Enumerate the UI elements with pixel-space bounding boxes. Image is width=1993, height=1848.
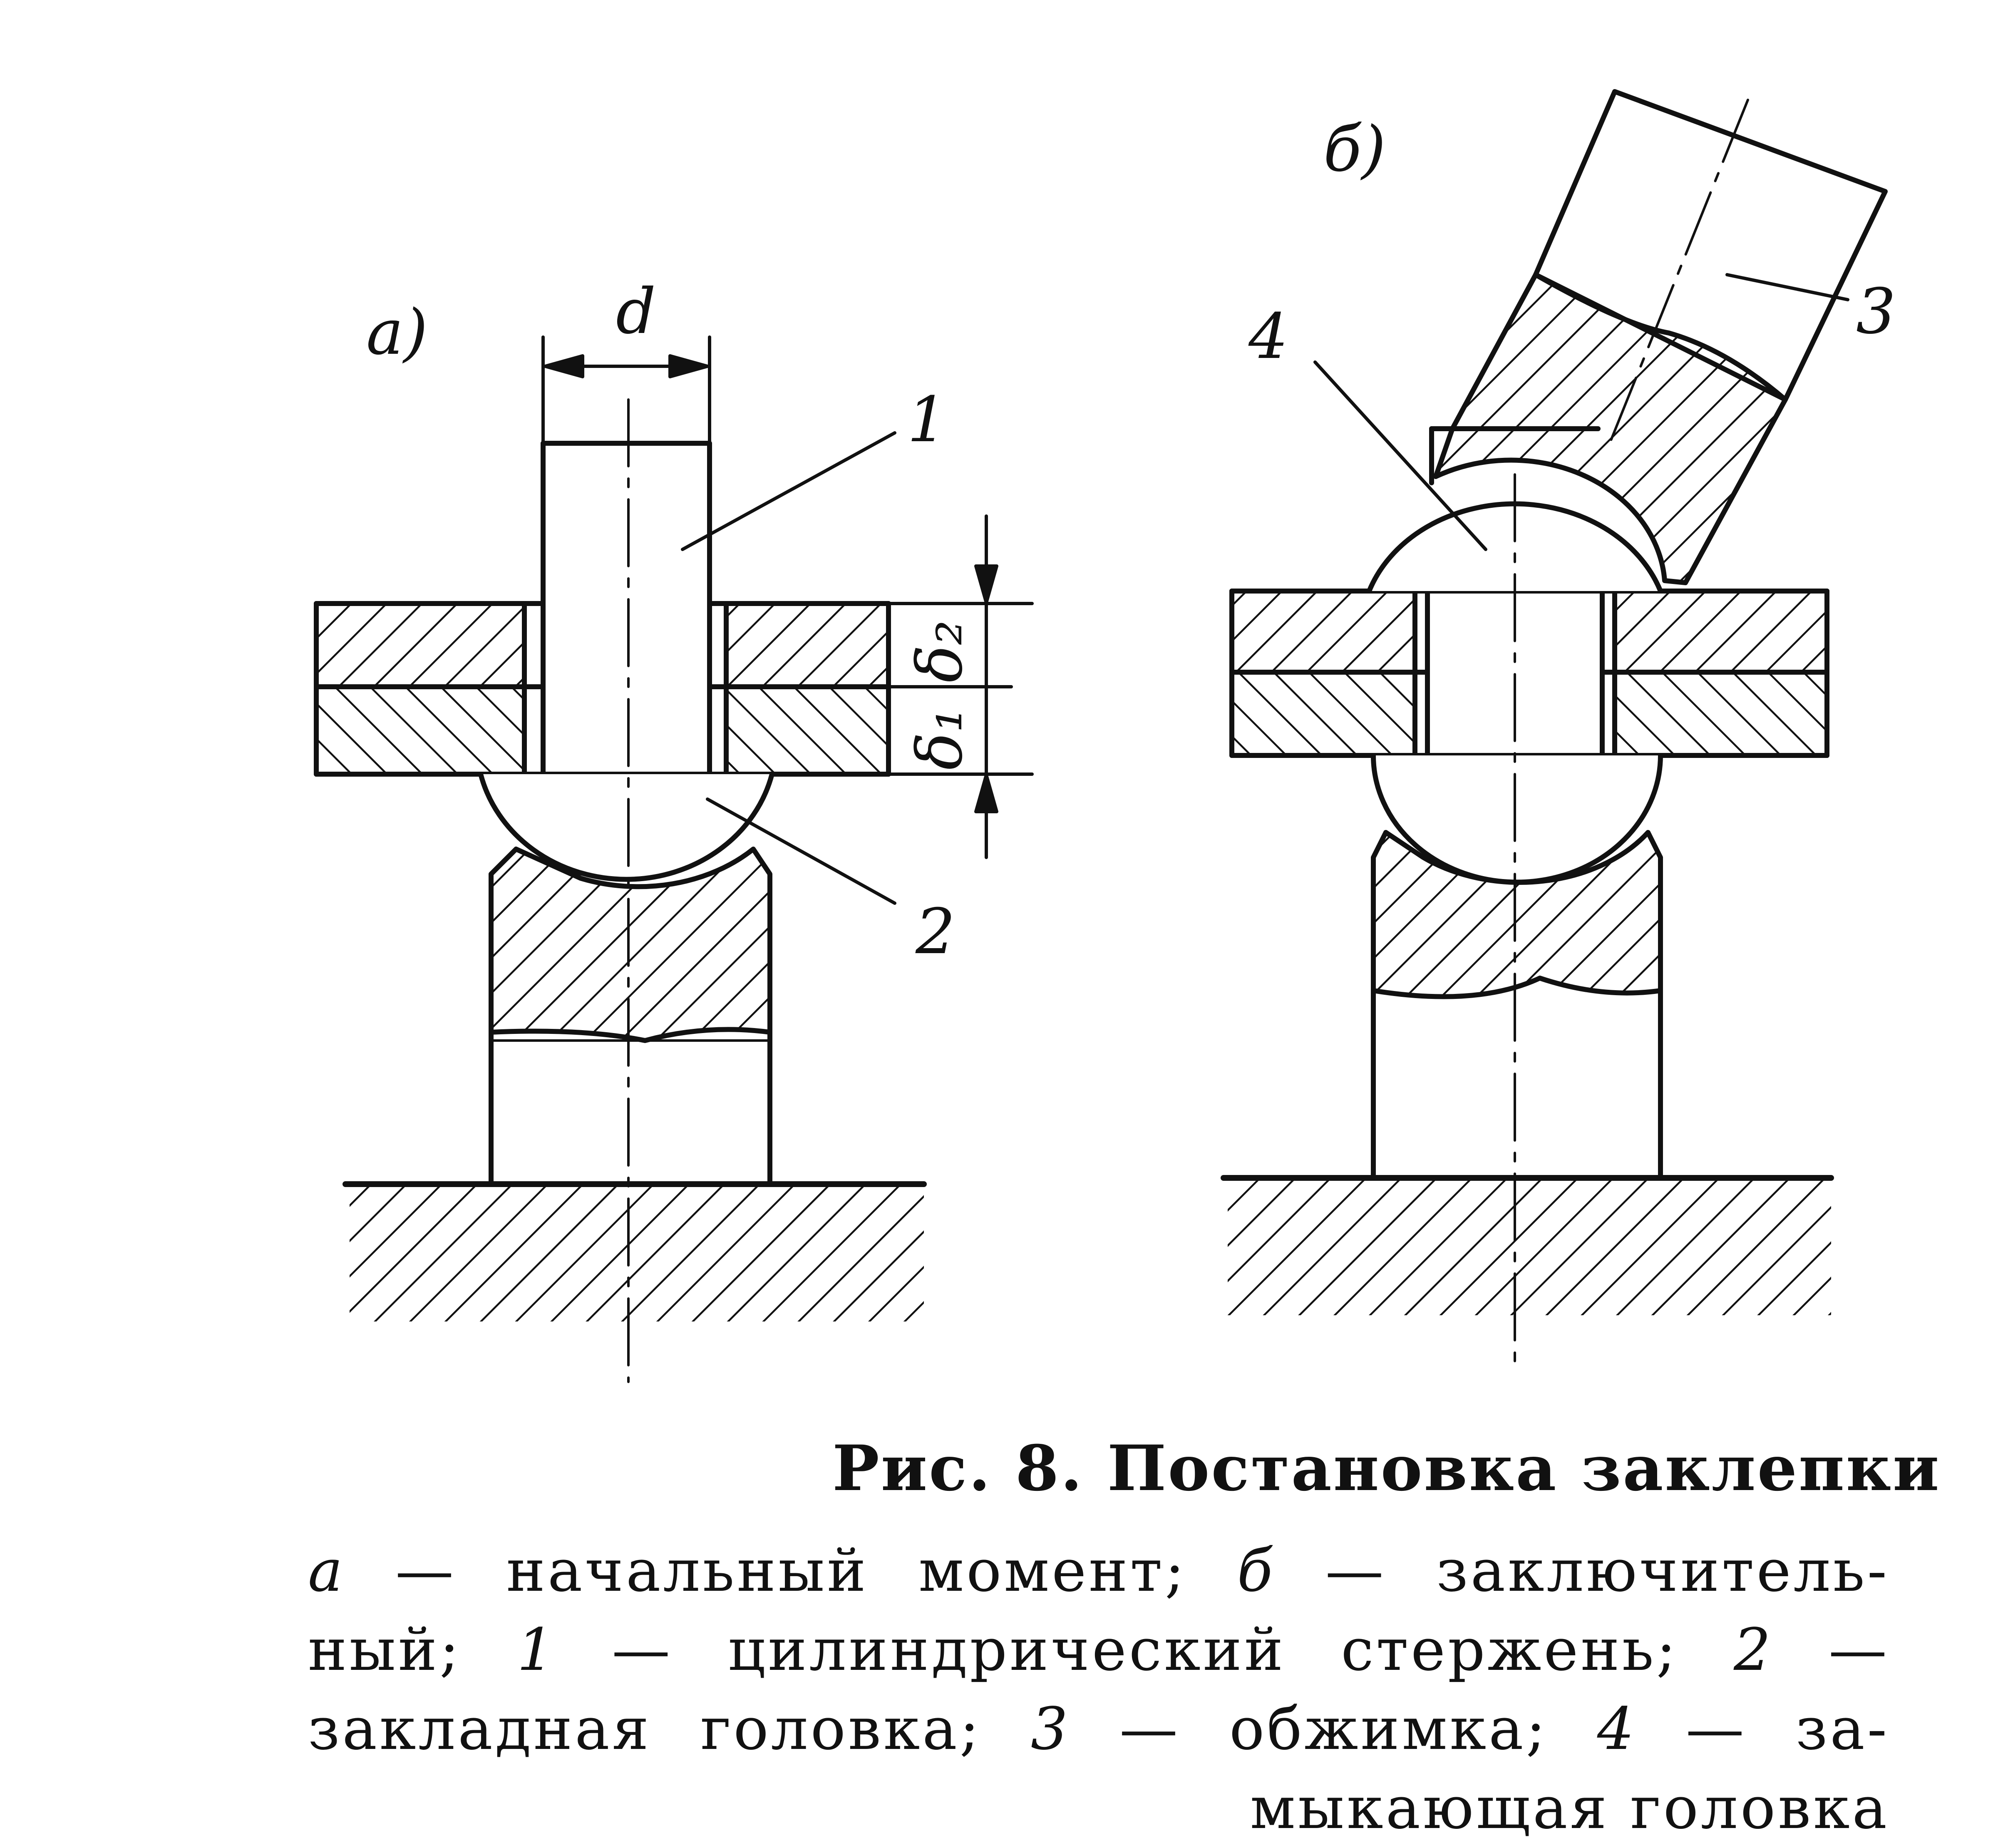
panel-b-label: б) <box>1323 113 1386 186</box>
callout-4: 4 <box>1248 301 1288 373</box>
leader-3 <box>1725 273 1849 301</box>
panel-a-label: а) <box>366 296 428 369</box>
support-dolly-a <box>489 847 772 1043</box>
caption-line-4: мыкающая головка <box>1250 1774 1889 1842</box>
anvil-a <box>350 1184 924 1321</box>
lower-plate-a <box>314 601 891 777</box>
callout-1: 1 <box>907 384 947 456</box>
leader-4 <box>1313 360 1487 551</box>
figure-caption-body: а — начальный момент; б — заключитель- н… <box>308 1532 1889 1848</box>
dim-d-label: d <box>616 276 656 348</box>
caption-line-3: закладная головка; 3 — обжимка; 4 — за- <box>308 1695 1890 1763</box>
figure-caption-title: Рис. 8. Постановка заклепки <box>832 1432 1941 1505</box>
callout-2: 2 <box>915 896 955 968</box>
dimension-d <box>541 335 711 445</box>
caption-line-1: а — начальный момент; б — заключитель- <box>308 1537 1889 1605</box>
leader-2 <box>706 797 896 905</box>
dim-delta1-label: δ₁ <box>904 708 976 770</box>
panel-b <box>1221 89 1888 1366</box>
dimension-delta <box>887 514 1034 859</box>
rivet-shank <box>541 441 712 777</box>
upper-plate-a <box>314 601 891 689</box>
callout-3: 3 <box>1856 276 1896 348</box>
rivet-setting-diagram: а) d 1 2 δ₂ δ₁ б) 3 4 <box>314 89 1896 1383</box>
leader-1 <box>681 431 896 551</box>
caption-line-2: ный; 1 — цилиндрический стержень; 2 — <box>308 1616 1889 1684</box>
panel-a <box>314 335 1034 1383</box>
support-dolly-b <box>1371 830 1663 999</box>
set-head <box>478 772 774 882</box>
rivet-snap <box>1429 89 1888 585</box>
anvil-b <box>1228 1178 1831 1315</box>
dim-delta2-label: δ₂ <box>904 620 976 683</box>
